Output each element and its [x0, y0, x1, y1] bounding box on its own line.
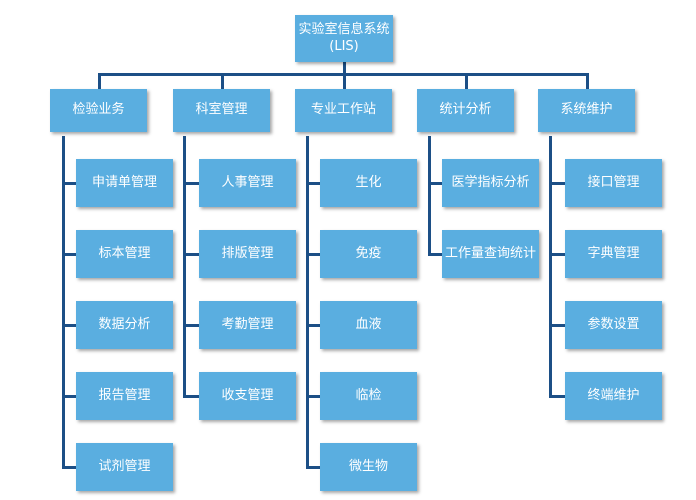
module-connector-4 — [465, 73, 468, 89]
item-scheduling[interactable]: 排版管理 — [199, 230, 296, 278]
module-department[interactable]: 科室管理 — [173, 89, 270, 132]
item-biochemistry[interactable]: 生化 — [320, 159, 417, 207]
branch-2-4 — [183, 395, 199, 398]
spine-2 — [183, 136, 186, 398]
root-subtitle: (LIS) — [329, 38, 359, 54]
root-connector — [343, 62, 346, 76]
item-terminal[interactable]: 终端维护 — [565, 372, 662, 420]
item-dictionary[interactable]: 字典管理 — [565, 230, 662, 278]
spine-1 — [62, 136, 65, 469]
module-connector-1 — [98, 73, 101, 89]
item-data-analysis[interactable]: 数据分析 — [76, 301, 173, 349]
spine-4 — [428, 136, 431, 256]
branch-1-5 — [62, 466, 76, 469]
spine-5 — [549, 136, 552, 398]
module-statistics[interactable]: 统计分析 — [417, 89, 514, 132]
branch-2-3 — [183, 324, 199, 327]
branch-2-1 — [183, 182, 199, 185]
branch-1-4 — [62, 395, 76, 398]
item-specimen[interactable]: 标本管理 — [76, 230, 173, 278]
branch-3-5 — [306, 466, 320, 469]
root-node[interactable]: 实验室信息系统 (LIS) — [295, 15, 393, 62]
item-reagent[interactable]: 试剂管理 — [76, 443, 173, 491]
branch-5-4 — [549, 395, 565, 398]
item-microbiology[interactable]: 微生物 — [320, 443, 417, 491]
item-parameters[interactable]: 参数设置 — [565, 301, 662, 349]
item-personnel[interactable]: 人事管理 — [199, 159, 296, 207]
item-workload-stats[interactable]: 工作量查询统计 — [442, 230, 539, 278]
item-request-form[interactable]: 申请单管理 — [76, 159, 173, 207]
branch-3-3 — [306, 324, 320, 327]
module-inspection[interactable]: 检验业务 — [50, 89, 147, 132]
spine-3 — [306, 136, 309, 469]
module-maintenance[interactable]: 系统维护 — [538, 89, 635, 132]
branch-5-2 — [549, 253, 565, 256]
branch-5-1 — [549, 182, 565, 185]
item-clinical-test[interactable]: 临检 — [320, 372, 417, 420]
branch-3-4 — [306, 395, 320, 398]
branch-3-2 — [306, 253, 320, 256]
branch-1-1 — [62, 182, 76, 185]
module-connector-2 — [221, 73, 224, 89]
module-workstation[interactable]: 专业工作站 — [295, 89, 392, 132]
branch-2-2 — [183, 253, 199, 256]
item-attendance[interactable]: 考勤管理 — [199, 301, 296, 349]
item-report[interactable]: 报告管理 — [76, 372, 173, 420]
branch-4-2 — [428, 253, 442, 256]
branch-4-1 — [428, 182, 442, 185]
branch-1-3 — [62, 324, 76, 327]
branch-1-2 — [62, 253, 76, 256]
module-connector-5 — [586, 73, 589, 89]
item-hematology[interactable]: 血液 — [320, 301, 417, 349]
branch-5-3 — [549, 324, 565, 327]
item-interface[interactable]: 接口管理 — [565, 159, 662, 207]
branch-3-1 — [306, 182, 320, 185]
root-title: 实验室信息系统 — [298, 22, 390, 38]
module-connector-3 — [343, 73, 346, 89]
item-finance[interactable]: 收支管理 — [199, 372, 296, 420]
item-immunology[interactable]: 免疫 — [320, 230, 417, 278]
item-medical-index[interactable]: 医学指标分析 — [442, 159, 539, 207]
